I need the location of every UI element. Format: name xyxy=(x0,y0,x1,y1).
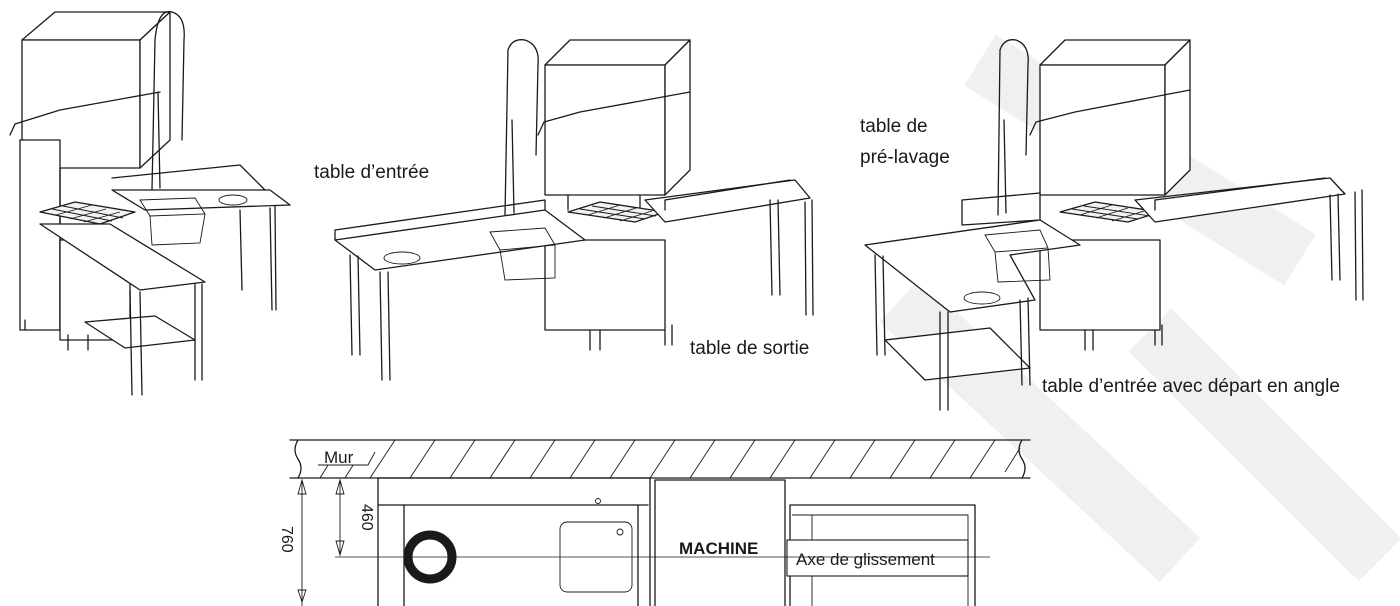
left-faucet xyxy=(151,10,185,191)
middle-faucet xyxy=(504,39,539,216)
label-angle-entry-table: table d’entrée avec départ en angle xyxy=(1042,376,1340,397)
label-prewash-table-line1: table de xyxy=(860,116,928,137)
label-entry-table: table d’entrée xyxy=(314,162,429,183)
right-machine-illustration xyxy=(864,39,1364,411)
middle-handle xyxy=(537,91,691,136)
label-prewash-table-line2: pré-lavage xyxy=(860,147,950,168)
dimension-760-label: 760 xyxy=(278,526,295,553)
wall-hatching xyxy=(319,439,1021,479)
dimension-460-label: 460 xyxy=(358,504,375,531)
left-machine-illustration xyxy=(9,10,291,396)
middle-entry-table xyxy=(334,209,586,271)
label-slide-axis: Axe de glissement xyxy=(796,550,935,569)
label-exit-table: table de sortie xyxy=(690,338,809,359)
wall xyxy=(289,439,1031,479)
right-faucet xyxy=(997,39,1029,216)
plan-view: Mur MACHINE Axe de glissement 460 760 xyxy=(278,439,1031,606)
left-table-top xyxy=(39,223,206,291)
left-rack xyxy=(39,201,136,225)
slide-axis-box xyxy=(786,539,969,577)
label-machine: MACHINE xyxy=(679,539,758,558)
label-wall: Mur xyxy=(324,448,354,467)
right-hood xyxy=(1039,39,1191,66)
right-handle xyxy=(1029,89,1191,136)
left-handle xyxy=(9,91,161,136)
right-corner-table xyxy=(864,219,1081,313)
plan-machine xyxy=(654,479,786,606)
middle-machine-illustration xyxy=(334,39,814,381)
